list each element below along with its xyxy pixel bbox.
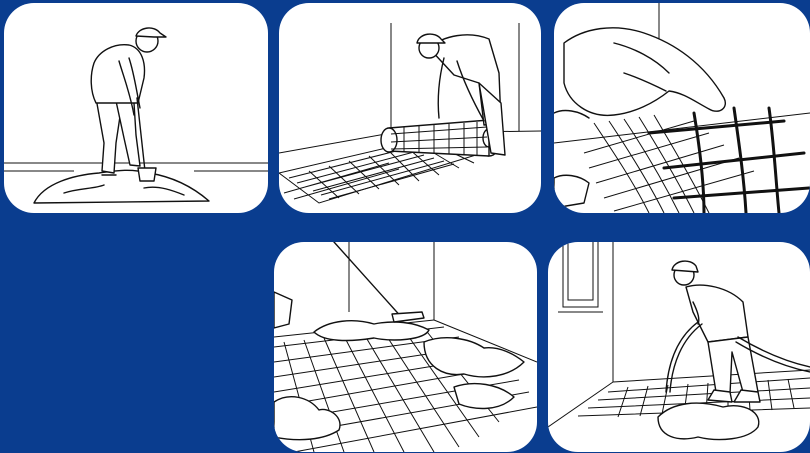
panel-step-2: [279, 3, 541, 213]
worker-with-hose-illustration: [548, 242, 810, 452]
screed-spreading-illustration: [274, 242, 537, 452]
panel-step-1: [4, 3, 268, 213]
worker-with-shovel-illustration: [4, 3, 268, 213]
hand-holding-mesh-illustration: [554, 3, 810, 213]
panel-step-3: [554, 3, 810, 213]
worker-unrolling-mesh-illustration: [279, 3, 541, 213]
panel-step-4: [274, 242, 537, 452]
panel-step-5: [548, 242, 810, 452]
